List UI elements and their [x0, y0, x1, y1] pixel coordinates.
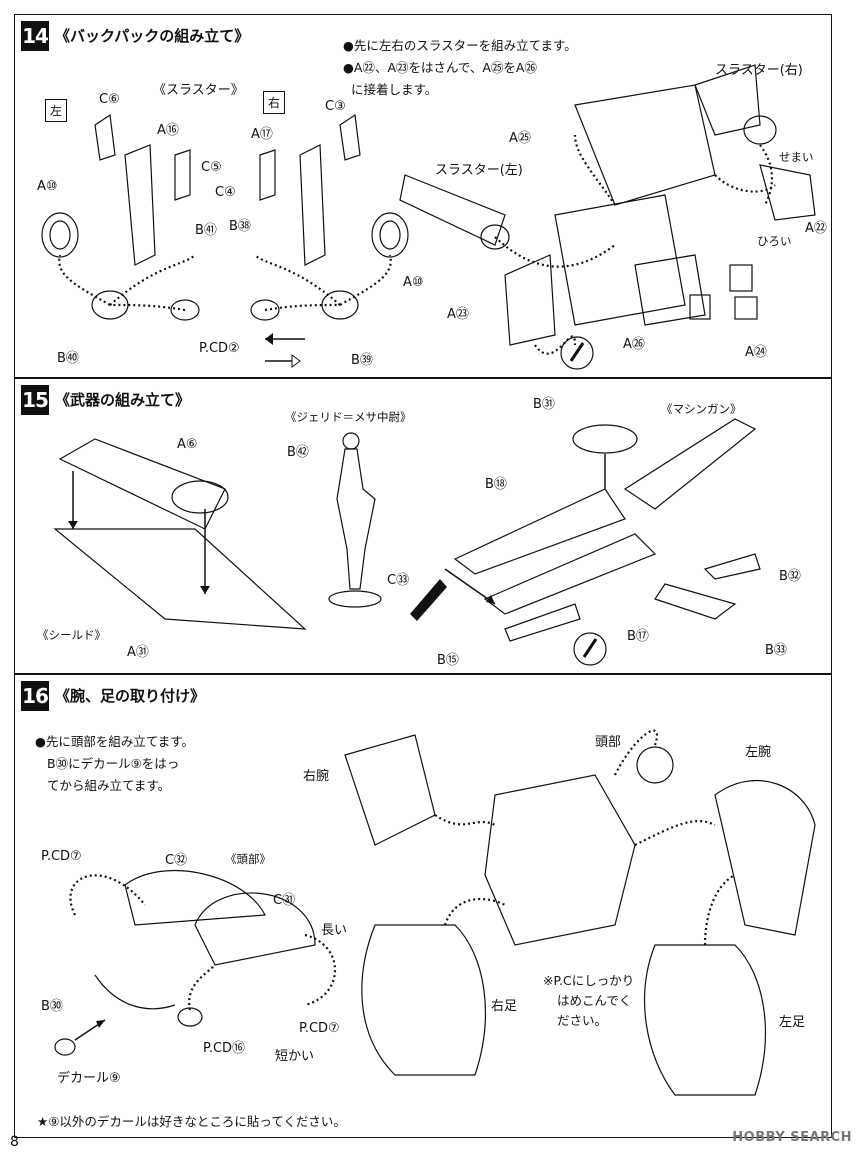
note-line: に接着します。	[351, 82, 438, 97]
label-right-leg: 右足	[491, 999, 518, 1014]
label-thruster-left: スラスター(左)	[435, 163, 523, 178]
step-15-panel: 15 《武器の組み立て》 《ジェリド＝メサ中尉》 《マシンガン》 《シールド》 …	[14, 378, 832, 674]
label-b52: B㊷	[287, 445, 309, 460]
thruster-heading: 《スラスター》	[153, 83, 244, 98]
pc-note-line: ※P.Cにしっかり	[543, 973, 635, 988]
arm-leg-attachment-illustration	[54, 729, 816, 1096]
note-line: ●A㉒、A㉓をはさんで、A㉕をA㉖	[343, 60, 537, 75]
step-16-panel: 16 《腕、足の取り付け》 ●先に頭部を組み立てます。 B㉚にデカール⑨をはっ …	[14, 674, 832, 1138]
label-b38: B㊳	[229, 219, 251, 234]
label-c6: C⑥	[99, 92, 120, 107]
left-box-label: 左	[45, 99, 68, 122]
step-14-notes: ●先に左右のスラスターを組み立てます。 ●A㉒、A㉓をはさんで、A㉕をA㉖ に接…	[343, 35, 577, 101]
label-thruster-right: スラスター(右)	[715, 63, 803, 78]
label-a31: A㉛	[127, 645, 149, 660]
step-14-panel: 14 《バックパックの組み立て》 ●先に左右のスラスターを組み立てます。 ●A㉒…	[14, 14, 832, 378]
step-number: 15	[21, 385, 49, 415]
step-number: 14	[21, 21, 49, 51]
label-pcd2: P.CD②	[199, 341, 240, 356]
note-line: ●先に左右のスラスターを組み立てます。	[343, 38, 577, 53]
label-b30: B㉚	[41, 999, 63, 1014]
label-left-arm: 左腕	[745, 745, 772, 760]
label-b32: B㉜	[779, 569, 801, 584]
label-pcd7-top: P.CD⑦	[41, 849, 82, 864]
label-head: 頭部	[595, 735, 622, 750]
label-a17: A⑰	[251, 127, 273, 142]
label-b15: B⑮	[437, 653, 459, 668]
label-a22: A㉒	[805, 221, 827, 236]
label-left-leg: 左足	[779, 1015, 806, 1030]
label-b31: B㉛	[533, 397, 555, 412]
watermark-logo: HOBBY SEARCH	[732, 1130, 852, 1145]
label-a24: A㉔	[745, 345, 767, 360]
pc-note: ※P.Cにしっかり はめこんでく ださい。	[543, 971, 634, 1031]
step-title: 《腕、足の取り付け》	[55, 687, 206, 705]
label-a26: A㉖	[623, 337, 645, 352]
label-b33: B㉝	[765, 643, 787, 658]
backpack-assembly-illustration	[41, 64, 816, 370]
label-c5: C⑤	[201, 160, 222, 175]
label-pcd7-bottom: P.CD⑦	[299, 1021, 340, 1036]
note-line: ●先に頭部を組み立てます。	[35, 734, 195, 749]
note-line: てから組み立てます。	[47, 778, 171, 793]
label-long: 長い	[321, 923, 348, 938]
shield-heading: 《シールド》	[37, 628, 106, 642]
step-16-notes: ●先に頭部を組み立てます。 B㉚にデカール⑨をはっ てから組み立てます。	[35, 731, 194, 797]
weapon-assembly-illustration	[53, 418, 761, 666]
label-decal9: デカール⑨	[57, 1071, 121, 1086]
label-b17: B⑰	[627, 629, 649, 644]
label-a23: A㉓	[447, 307, 469, 322]
footer-note: ★⑨以外のデカールは好きなところに貼ってください。	[37, 1114, 346, 1129]
step-number: 16	[21, 681, 49, 711]
page-number: 8	[10, 1134, 19, 1150]
head-heading: 《頭部》	[225, 852, 271, 866]
label-a10-left: A⑩	[37, 179, 58, 194]
step-title: 《バックパックの組み立て》	[55, 27, 250, 45]
label-narrow: せまい	[779, 150, 814, 164]
label-short: 短かい	[275, 1049, 315, 1064]
label-a16: A⑯	[157, 123, 179, 138]
label-b39: B㊴	[351, 353, 373, 368]
label-b40: B㊵	[57, 351, 79, 366]
label-c3: C③	[325, 99, 346, 114]
label-b18: B⑱	[485, 477, 507, 492]
label-a10-right: A⑩	[403, 275, 424, 290]
pc-note-line: はめこんでく	[557, 993, 632, 1008]
label-a25: A㉕	[509, 131, 531, 146]
step-title: 《武器の組み立て》	[55, 391, 191, 409]
label-pcd16: P.CD⑯	[203, 1041, 246, 1056]
note-line: B㉚にデカール⑨をはっ	[47, 756, 180, 771]
right-box-label: 右	[263, 91, 286, 114]
label-right-arm: 右腕	[303, 769, 330, 784]
label-c4: C④	[215, 185, 236, 200]
label-c31: C㉛	[273, 893, 296, 908]
label-c33: C㉝	[387, 573, 410, 588]
label-b41: B㊶	[195, 223, 217, 238]
pc-note-line: ださい。	[557, 1013, 608, 1028]
machinegun-heading: 《マシンガン》	[661, 402, 742, 416]
figure-heading: 《ジェリド＝メサ中尉》	[285, 410, 412, 424]
label-c32: C㉜	[165, 853, 188, 868]
label-wide: ひろい	[757, 234, 792, 248]
label-a6: A⑥	[177, 437, 198, 452]
